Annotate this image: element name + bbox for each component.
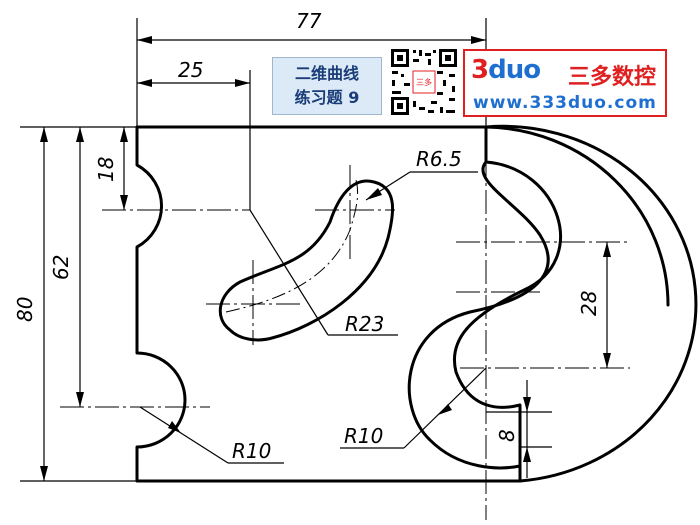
dim-80-label: 80 — [13, 297, 37, 322]
slot-center-arc — [225, 179, 359, 313]
arrow-25-right — [235, 79, 250, 87]
arrow-28-bottom — [603, 353, 611, 368]
arrow-80-top — [40, 127, 48, 142]
part-outline — [135, 124, 698, 483]
dim-8-label: 8 — [495, 429, 519, 442]
qr-center-text: 三多 — [416, 77, 432, 87]
brand-url[interactable]: www.333duo.com — [473, 93, 657, 113]
arrow-62-bottom — [76, 392, 84, 407]
arrow-28-top — [603, 242, 611, 257]
dim-r23-label: R23 — [345, 312, 384, 336]
s-curve-cutout — [407, 125, 562, 483]
title-line-1: 二维曲线 — [294, 64, 359, 83]
qr-code-icon: 三多 — [389, 47, 459, 117]
dim-r10-right-label: R10 — [344, 424, 383, 448]
arrow-8-bottom — [523, 447, 531, 462]
title-box: 二维曲线 练习题 9 — [272, 57, 382, 115]
centerline-diagonal — [249, 209, 329, 336]
brand-logo-word: duo — [488, 55, 541, 85]
arrow-18-bottom — [120, 195, 128, 210]
dim-62-label: 62 — [49, 255, 73, 280]
dim-r6-5-label: R6.5 — [416, 147, 462, 171]
arrow-80-bottom — [40, 466, 48, 481]
arrow-18-top — [120, 127, 128, 142]
arrow-r10-right — [438, 404, 452, 415]
arrow-8-top — [523, 397, 531, 412]
arrow-25-left — [137, 79, 152, 87]
dim-25-label: 25 — [178, 58, 203, 82]
arrow-77-right — [471, 36, 486, 44]
dim-77-label: 77 — [296, 9, 322, 33]
arrow-r10-left — [168, 421, 181, 433]
dim-18-label: 18 — [94, 157, 118, 182]
brand-logo: 3duo — [471, 55, 541, 85]
title-line-2: 练习题 9 — [294, 88, 360, 107]
leader-r10-left — [139, 406, 229, 464]
arrow-r6-5 — [366, 188, 382, 200]
curved-slot — [218, 179, 395, 342]
brand-logo-digit: 3 — [471, 55, 489, 85]
dim-r10-left-label: R10 — [232, 439, 271, 463]
dim-28-label: 28 — [577, 291, 601, 316]
brand-box[interactable]: 3duo 三多数控 www.333duo.com — [463, 49, 667, 117]
arrow-77-left — [137, 36, 152, 44]
brand-name: 三多数控 — [568, 65, 657, 90]
right-hull-arc — [484, 125, 670, 307]
arrow-62-top — [76, 127, 84, 142]
